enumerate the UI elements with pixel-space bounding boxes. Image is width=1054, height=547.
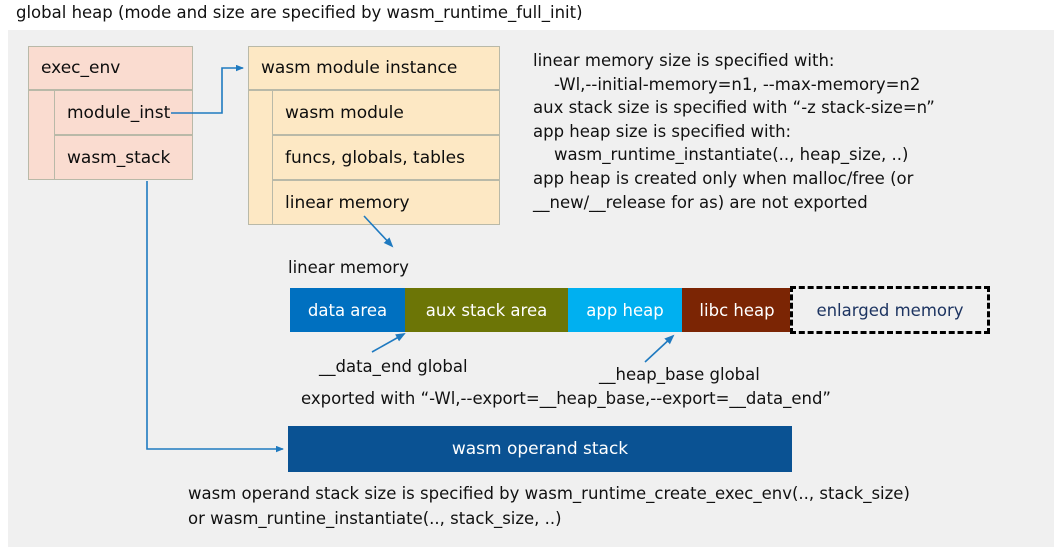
memory-segment-aux-stack-area: aux stack area xyxy=(405,288,568,332)
memory-segment-app-heap: app heap xyxy=(568,288,682,332)
annotation-exported-with: exported with “-Wl,--export=__heap_base,… xyxy=(301,389,831,408)
module-instance-header: wasm module instance xyxy=(248,46,500,90)
page-title: global heap (mode and size are specified… xyxy=(16,3,583,22)
memory-segment-data-area: data area xyxy=(290,288,405,332)
wasm-operand-stack-box: wasm operand stack xyxy=(288,426,792,472)
linear-memory-bar-label: linear memory xyxy=(288,258,409,277)
exec-env-header: exec_env xyxy=(28,46,193,90)
operand-stack-notes: wasm operand stack size is specified by … xyxy=(188,484,910,528)
memory-segment-libc-heap: libc heap xyxy=(682,288,792,332)
memory-segment-enlarged-memory: enlarged memory xyxy=(790,286,990,334)
exec-env-field-module-inst: module_inst xyxy=(54,90,193,135)
linear-memory-notes: linear memory size is specified with: -W… xyxy=(533,51,935,212)
exec-env-field-wasm-stack: wasm_stack xyxy=(54,135,193,180)
module-instance-field-funcs-globals-tables: funcs, globals, tables xyxy=(272,135,500,180)
annotation-data-end-global: __data_end global xyxy=(319,357,468,376)
module-instance-field-wasm-module: wasm module xyxy=(272,90,500,135)
annotation-heap-base-global: __heap_base global xyxy=(599,365,760,384)
module-instance-field-linear-memory: linear memory xyxy=(272,180,500,225)
